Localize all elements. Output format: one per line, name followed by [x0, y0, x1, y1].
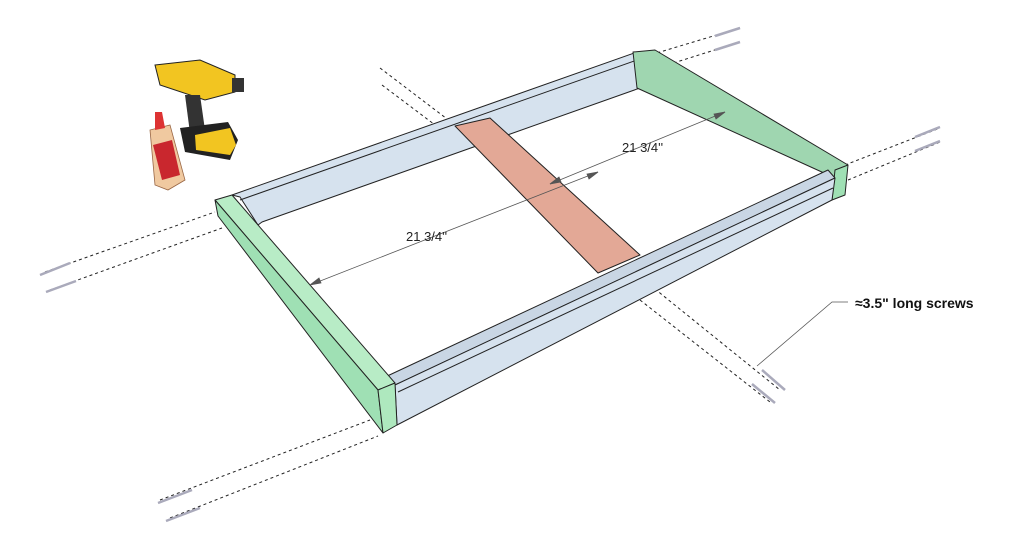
- right-end-board: [632, 49, 849, 179]
- screws: [39, 26, 941, 523]
- frame-boards: [214, 49, 849, 434]
- middle-board: [454, 117, 641, 274]
- screws-callout: ≈3.5" long screws: [855, 295, 974, 311]
- screw-paths: [44, 27, 941, 519]
- left-end-board: [214, 194, 396, 391]
- callout-leader: [756, 301, 848, 367]
- wood-glue-icon: [149, 112, 186, 191]
- dimension-lines: [309, 111, 848, 367]
- front-board: [382, 169, 836, 386]
- rear-span-dimension: 21 3/4'': [622, 140, 664, 155]
- front-span-dimension: 21 3/4'': [406, 229, 448, 244]
- drill-icon: [154, 59, 244, 160]
